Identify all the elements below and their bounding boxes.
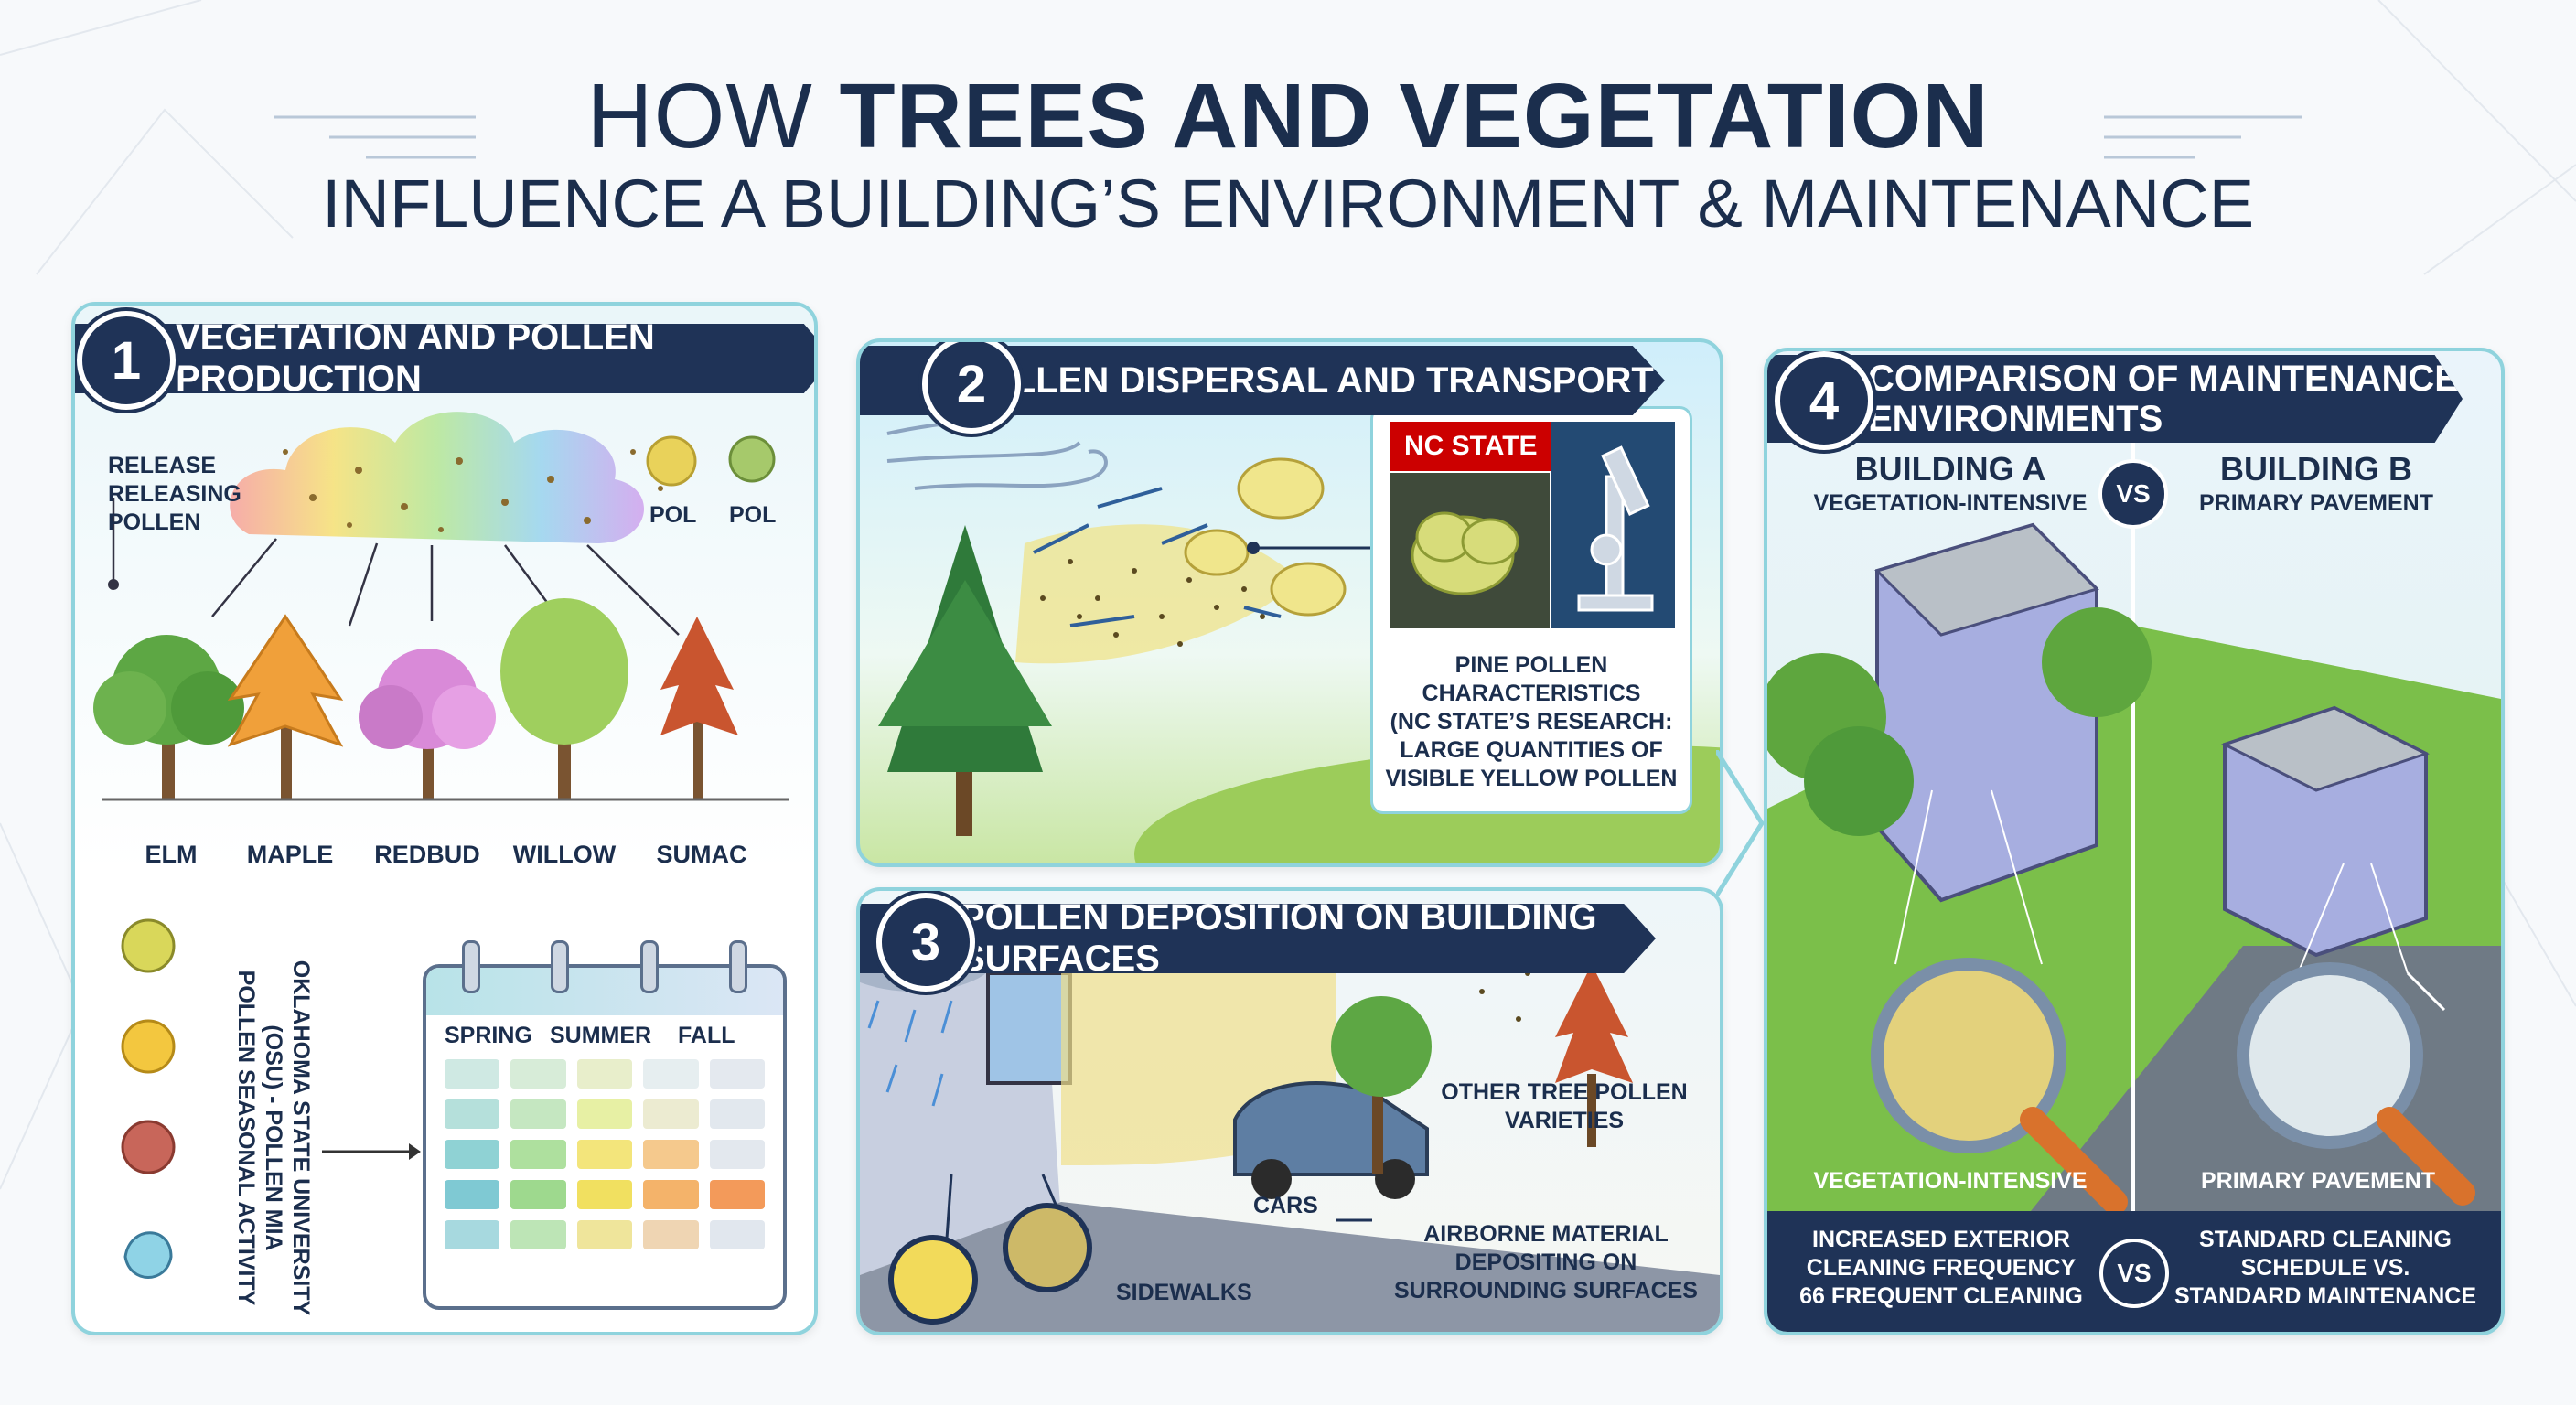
calendar-cell — [576, 1180, 633, 1209]
calendar-cell — [643, 1099, 699, 1129]
vs-badge-bottom: VS — [2099, 1239, 2169, 1308]
calendar-cell — [445, 1140, 500, 1169]
calendar-ring — [461, 940, 480, 993]
calendar-cell — [576, 1099, 633, 1129]
calendar-cell — [576, 1140, 633, 1169]
panel-vegetation-pollen: RELEASE RELEASING POLLEN POL POL ELM MAP… — [71, 302, 818, 1335]
panel-dispersal-transport: NC STATE PINE POLLEN CHARACTERISTICS (NC… — [856, 338, 1723, 867]
calendar-ring — [639, 940, 659, 993]
calendar-cell — [445, 1059, 500, 1089]
calendar-cell — [445, 1099, 500, 1129]
pollen-grain-label-1: POL — [649, 502, 697, 528]
season-summer: SUMMER — [550, 1023, 652, 1048]
pollen-grain-label-2: POL — [729, 502, 777, 528]
panel-connector-arrow — [1716, 750, 1765, 896]
title-emphasis: TREES AND VEGETATION — [839, 65, 1990, 167]
footer-building-a: INCREASED EXTERIOR CLEANING FREQUENCY 66… — [1799, 1227, 2083, 1309]
tree-label-maple: MAPLE — [246, 841, 334, 868]
calendar-cell — [643, 1180, 699, 1209]
pine-pollen-callout: NC STATE PINE POLLEN CHARACTERISTICS (NC… — [1370, 406, 1692, 814]
nc-state-badge: NC STATE — [1390, 422, 1552, 471]
calendar-cell — [709, 1099, 765, 1129]
pollen-type-icons — [121, 918, 176, 1279]
sidewalks-label: SIDEWALKS — [1116, 1280, 1252, 1305]
airborne-material-label: AIRBORNE MATERIAL DEPOSITING ON SURROUND… — [1394, 1221, 1698, 1303]
pine-pollen-text: PINE POLLEN CHARACTERISTICS (NC STATE’S … — [1385, 652, 1678, 791]
pollen-micrograph — [1390, 473, 1550, 628]
tree-label-sumac: SUMAC — [656, 841, 747, 868]
panel4-heading: COMPARISON OF MAINTENANCE ENVIRONMENTS — [1767, 355, 2463, 443]
vs-badge-top: VS — [2098, 459, 2168, 529]
pollen-calendar: SPRING SUMMER FALL — [423, 940, 787, 1310]
panel4-number-badge: 4 — [1775, 351, 1873, 450]
calendar-ring — [551, 940, 570, 993]
calendar-ring — [729, 940, 748, 993]
calendar-cell — [510, 1059, 566, 1089]
calendar-cell — [643, 1140, 699, 1169]
building-b-title: BUILDING B — [2220, 450, 2412, 488]
microscope-panel — [1551, 422, 1675, 628]
tree-label-willow: WILLOW — [512, 841, 617, 868]
calendar-cell — [510, 1099, 566, 1129]
comparison-footer: INCREASED EXTERIOR CLEANING FREQUENCY 66… — [1767, 1211, 2501, 1332]
season-spring: SPRING — [445, 1023, 532, 1048]
panel1-number-badge: 1 — [77, 311, 176, 410]
caption-primary-pavement: PRIMARY PAVEMENT — [2200, 1168, 2436, 1194]
tree-label-redbud: REDBUD — [374, 841, 480, 868]
panel3-number-badge: 3 — [876, 893, 975, 992]
title-prefix: HOW — [586, 65, 840, 167]
calendar-grid — [445, 1059, 765, 1249]
other-tree-pollen-label: OTHER TREE POLLEN VARIETIES — [1441, 1079, 1688, 1133]
pollen-cloud-illustration — [93, 412, 789, 801]
calendar-header — [426, 968, 783, 1015]
calendar-cell — [510, 1220, 566, 1249]
arrow-to-calendar — [322, 1143, 421, 1160]
calendar-cell — [445, 1220, 500, 1249]
panel1-heading: VEGETATION AND POLLEN PRODUCTION — [75, 324, 814, 393]
panel-maintenance-comparison: BUILDING A VEGETATION-INTENSIVE VS BUILD… — [1764, 348, 2505, 1335]
tree-label-elm: ELM — [145, 841, 198, 868]
building-a-subtitle: VEGETATION-INTENSIVE — [1813, 490, 2088, 516]
calendar-cell — [643, 1059, 699, 1089]
page-title: HOW TREES AND VEGETATION — [0, 64, 2576, 169]
buildings-illustration — [1767, 443, 2501, 1332]
calendar-cell — [445, 1180, 500, 1209]
season-fall: FALL — [678, 1023, 735, 1048]
building-b-subtitle: PRIMARY PAVEMENT — [2198, 490, 2434, 516]
footer-building-b: STANDARD CLEANING SCHEDULE VS. STANDARD … — [2174, 1227, 2477, 1309]
calendar-cell — [709, 1059, 765, 1089]
calendar-cell — [643, 1220, 699, 1249]
caption-vegetation-intensive: VEGETATION-INTENSIVE — [1813, 1168, 2088, 1194]
panel-deposition: OTHER TREE POLLEN VARIETIES CARS SIDEWAL… — [856, 887, 1723, 1335]
building-a-title: BUILDING A — [1854, 450, 2046, 488]
release-pollen-label: RELEASE RELEASING POLLEN — [108, 453, 242, 535]
calendar-cell — [709, 1140, 765, 1169]
calendar-cell — [709, 1220, 765, 1249]
calendar-cell — [709, 1180, 765, 1209]
panel3-heading: POLLEN DEPOSITION ON BUILDING SURFACES — [860, 904, 1656, 973]
panel2-number-badge: 2 — [922, 342, 1021, 434]
microscope-icon — [1577, 445, 1654, 612]
calendar-cell — [510, 1180, 566, 1209]
page-subtitle: INFLUENCE A BUILDING’S ENVIRONMENT & MAI… — [321, 166, 2255, 241]
cars-label: CARS — [1253, 1193, 1318, 1218]
osu-vertical-label: OKLAHOMA STATE UNIVERSITY (OSU) - POLLEN… — [233, 960, 314, 1316]
calendar-cell — [510, 1140, 566, 1169]
calendar-cell — [576, 1059, 633, 1089]
calendar-cell — [576, 1220, 633, 1249]
